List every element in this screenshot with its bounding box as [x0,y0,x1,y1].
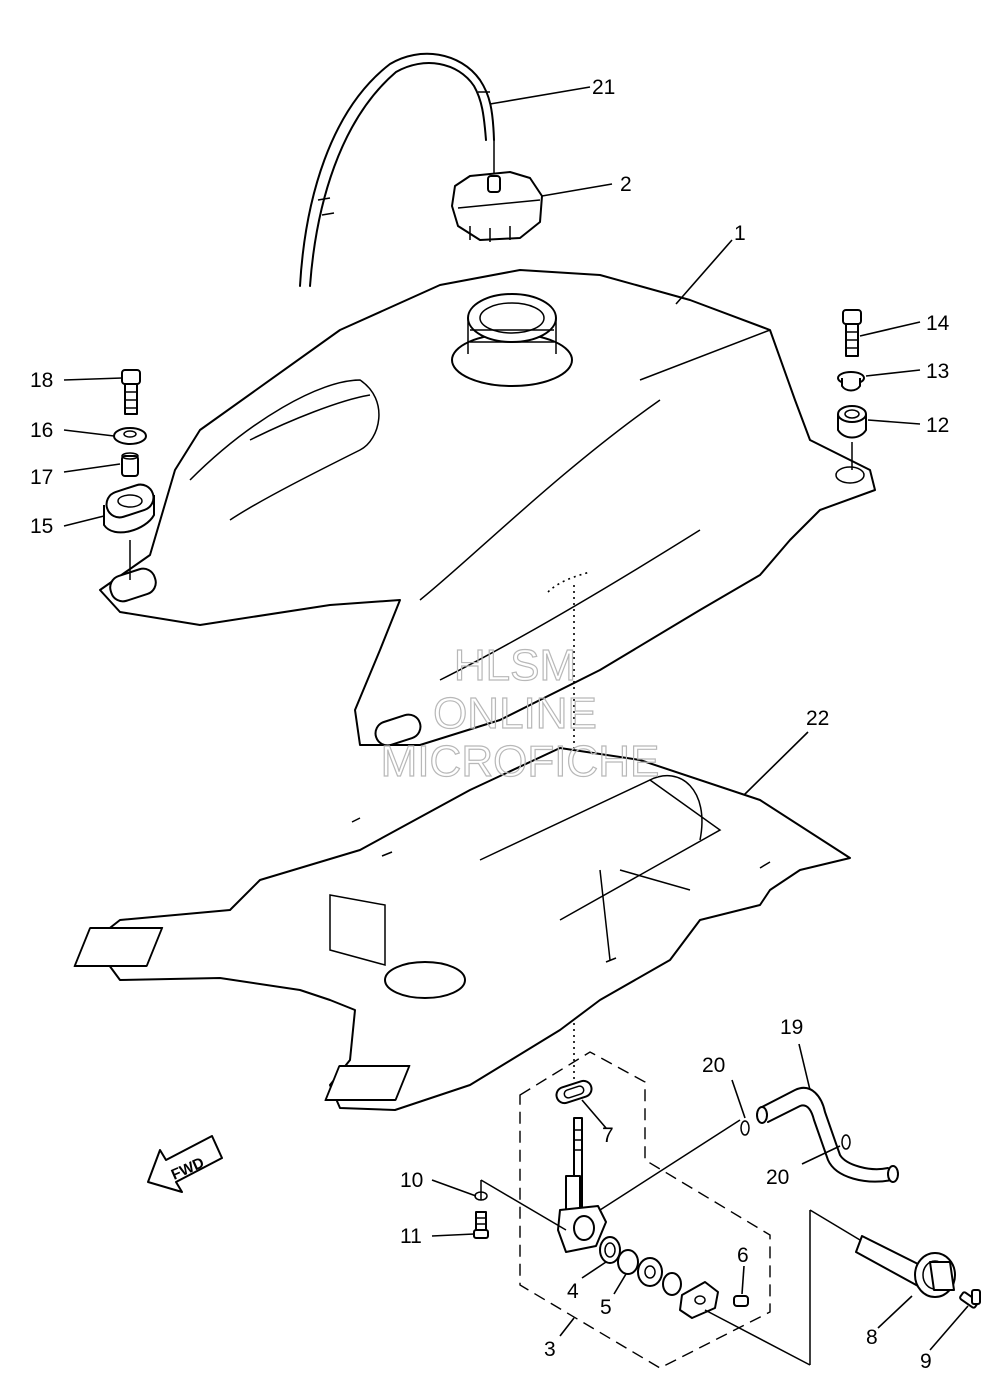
callout-1: 1 [734,222,746,245]
part-16-washer [113,427,147,445]
part-7-gasket [555,1079,593,1105]
callout-20-upper: 20 [702,1054,725,1077]
part-12-grommet [837,405,867,470]
part-2-fuel-cap [451,140,543,242]
callout-15: 15 [30,515,53,538]
callout-20-lower: 20 [766,1166,789,1189]
callout-16: 16 [30,419,53,442]
callout-3: 3 [544,1338,556,1361]
part-9-screw [959,1289,981,1309]
callout-leaders [63,86,969,1351]
part-5-cock-lever [637,1257,682,1296]
part-22-tank-cover [73,747,851,1111]
callout-9: 9 [920,1350,932,1373]
watermark-line-1: HLSM [454,641,576,690]
callout-14: 14 [926,312,950,335]
part-17-collar [121,452,139,477]
callout-22: 22 [806,707,829,730]
callout-6: 6 [737,1244,749,1267]
part-21-breather-hose [299,52,495,287]
assembly-leader-lines [480,1119,861,1366]
part-11-screw [473,1211,489,1239]
callout-19: 19 [780,1016,803,1039]
part-14-bolt [842,309,862,357]
part-5-seal [617,1249,639,1275]
part-8-fuel-cock-knob [855,1235,956,1298]
part-19-fuel-hose [756,1087,899,1183]
callout-11: 11 [400,1225,422,1248]
watermark-line-3: MICROFICHE [381,737,660,786]
callout-18: 18 [30,369,53,392]
part-1-fuel-tank [99,269,876,1080]
callout-10: 10 [400,1169,423,1192]
part-18-bolt [121,369,141,415]
callout-2: 2 [620,173,632,196]
part-20-clip-lower [841,1134,851,1150]
callout-21: 21 [592,76,615,99]
part-13-collar [837,371,865,392]
watermark: HLSM ONLINE MICROFICHE [380,640,660,786]
fuel-cock-body [557,1117,607,1253]
callout-17: 17 [30,466,53,489]
part-15-grommet [103,483,155,580]
watermark-line-2: ONLINE [433,689,597,738]
callout-7: 7 [602,1124,614,1147]
callout-5: 5 [600,1296,612,1319]
callout-12: 12 [926,414,949,437]
part-3-fuel-cock-group-outline [519,1051,771,1369]
callout-labels: 21 2 1 14 13 12 18 16 17 15 22 19 20 20 … [30,76,950,1373]
part-6-plate-and-screw [679,1281,749,1319]
part-20-clip-upper [740,1120,750,1136]
fwd-direction-marker: FWD [147,1135,223,1193]
part-4-o-ring [599,1236,621,1264]
callout-13: 13 [926,360,949,383]
callout-8: 8 [866,1326,878,1349]
callout-4: 4 [567,1280,579,1303]
